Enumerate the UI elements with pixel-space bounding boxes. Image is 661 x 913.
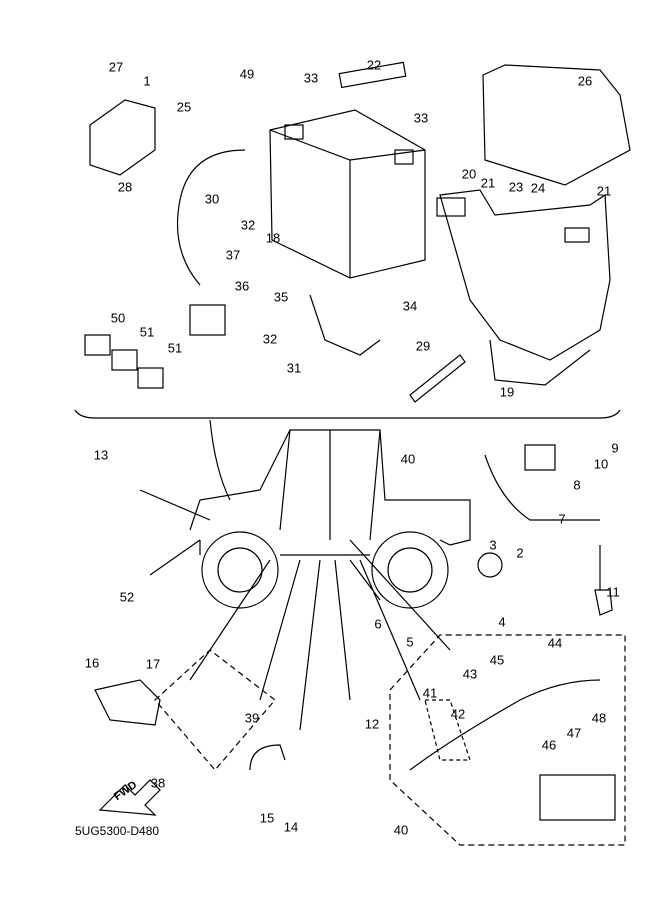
callout-47: 47 [566,725,582,741]
callout-2: 2 [516,545,524,561]
callout-15: 15 [259,810,275,826]
callout-13: 13 [93,447,109,463]
callout-1: 1 [143,73,151,89]
callout-40b: 40 [393,822,409,838]
callout-14: 14 [283,819,299,835]
callout-41: 41 [422,685,438,701]
negative-cable [309,294,381,356]
callout-37: 37 [225,247,241,263]
ecu-unit [89,99,156,176]
callout-23: 23 [508,179,524,195]
callout-42: 42 [450,706,466,722]
callout-32b: 32 [262,331,278,347]
callout-45: 45 [489,652,505,668]
callout-33: 33 [303,70,319,86]
callout-28: 28 [117,179,133,195]
callout-24: 24 [530,180,546,196]
callout-22: 22 [366,57,382,73]
callout-25: 25 [176,99,192,115]
callout-40: 40 [400,451,416,467]
callout-9: 9 [611,440,619,456]
ignition-coil [524,444,556,471]
callout-38: 38 [150,775,166,791]
callout-18: 18 [265,230,281,246]
callout-26: 26 [577,73,593,89]
callout-19: 19 [499,384,515,400]
cable-tie [409,354,466,403]
callout-5: 5 [406,634,414,650]
callout-8: 8 [573,477,581,493]
callout-16: 16 [84,655,100,671]
callout-27: 27 [108,59,124,75]
callout-10: 10 [593,456,609,472]
battery [269,109,426,279]
callout-48: 48 [591,710,607,726]
dashed-group-40 [389,634,626,846]
callout-3: 3 [489,537,497,553]
callout-34: 34 [402,298,418,314]
callout-17: 17 [145,656,161,672]
callout-31: 31 [286,360,302,376]
callout-7: 7 [558,511,566,527]
section-divider [74,409,621,419]
callout-44: 44 [547,635,563,651]
callout-36: 36 [234,278,250,294]
diagram-code: 5UG5300-D480 [75,824,160,838]
callout-4: 4 [498,614,506,630]
vehicle-outline [189,429,471,609]
battery-cable [177,149,246,286]
callout-21: 21 [480,175,496,191]
callout-6: 6 [374,616,382,632]
callout-39: 39 [244,710,260,726]
callout-35: 35 [273,289,289,305]
callout-11: 11 [606,584,620,600]
callout-20: 20 [461,166,477,182]
callout-51: 51 [139,324,155,340]
callout-33b: 33 [413,110,429,126]
starter-relay [189,304,226,336]
callout-52: 52 [119,589,135,605]
callout-46: 46 [541,737,557,753]
callout-51b: 51 [167,340,183,356]
callout-50: 50 [110,310,126,326]
battery-band [338,61,407,89]
callout-29: 29 [415,338,431,354]
callout-30: 30 [204,191,220,207]
battery-tray [436,64,631,386]
wire-harness [409,679,601,771]
callout-43: 43 [462,666,478,682]
fuse-box [539,774,616,821]
callout-12: 12 [364,716,380,732]
callout-49: 49 [239,66,255,82]
callout-32: 32 [240,217,256,233]
fwd-arrow [98,779,161,816]
callout-21b: 21 [596,183,612,199]
rectifier [94,679,161,726]
